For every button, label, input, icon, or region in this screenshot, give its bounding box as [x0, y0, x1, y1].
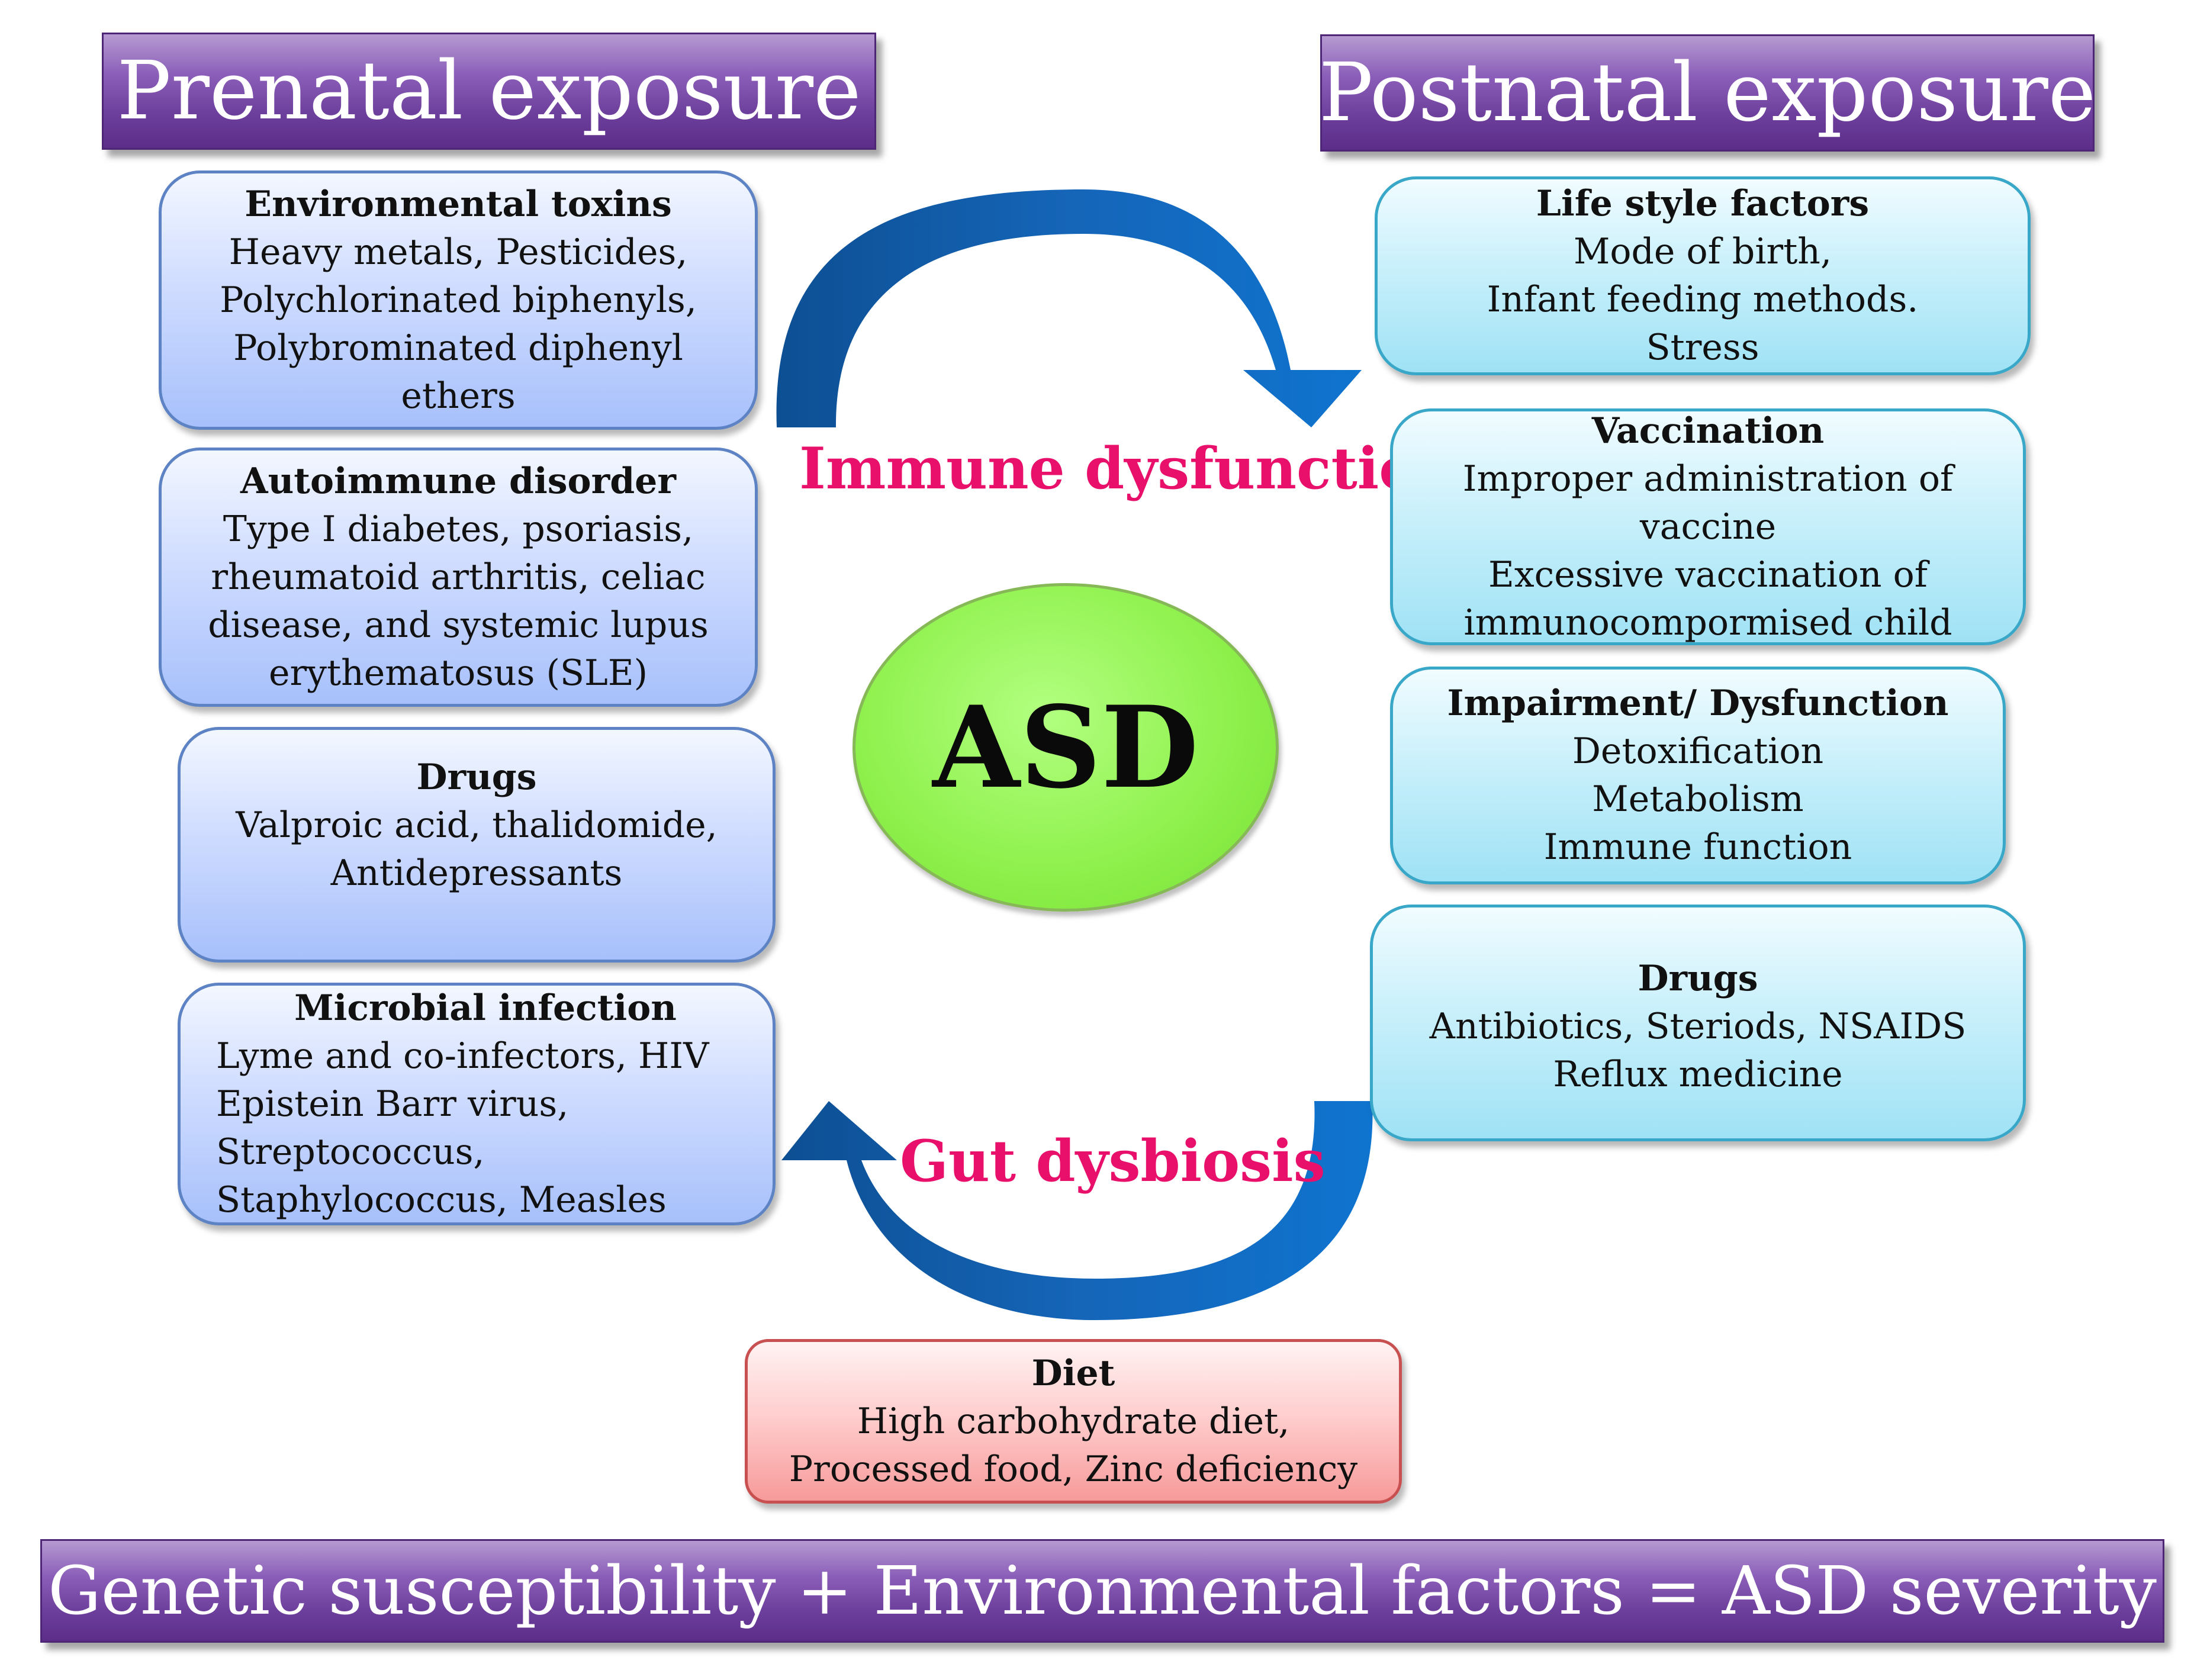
box-line: disease, and systemic lupus	[208, 604, 709, 646]
box-line: Detoxification	[1572, 730, 1824, 772]
microbial-infection-box: Microbial infection Lyme and co-infector…	[178, 983, 776, 1225]
box-title: Life style factors	[1536, 183, 1870, 224]
box-line: Excessive vaccination of	[1488, 553, 1928, 596]
box-line: Antibiotics, Steriods, NSAIDS	[1429, 1006, 1967, 1047]
box-line: Type I diabetes, psoriasis,	[223, 508, 694, 550]
environmental-toxins-box: Environmental toxins Heavy metals, Pesti…	[159, 170, 758, 430]
box-title: Environmental toxins	[245, 183, 672, 225]
gut-dysbiosis-label: Gut dysbiosis	[900, 1128, 1326, 1195]
box-line: immunocompormised child	[1463, 601, 1952, 643]
box-line: Antidepressants	[330, 852, 623, 894]
box-line: ethers	[401, 375, 516, 417]
box-line: High carbohydrate diet,	[857, 1400, 1290, 1442]
box-line: Lyme and co-infectors, HIV	[216, 1035, 709, 1077]
box-line: Heavy metals, Pesticides,	[229, 231, 688, 273]
postnatal-header: Postnatal exposure	[1318, 34, 2096, 152]
prenatal-header-text: Prenatal exposure	[117, 44, 861, 138]
box-line: Polychlorinated biphenyls,	[220, 279, 697, 321]
top-arrow	[776, 189, 1362, 427]
autoimmune-disorder-box: Autoimmune disorder Type I diabetes, pso…	[159, 448, 758, 707]
box-line: Valproic acid, thalidomide,	[236, 804, 718, 846]
box-title: Autoimmune disorder	[240, 460, 676, 502]
box-title: Vaccination	[1591, 410, 1825, 452]
box-line: Improper administration of	[1462, 458, 1954, 500]
box-line: erythematosus (SLE)	[268, 652, 648, 694]
box-title: Impairment/ Dysfunction	[1447, 683, 1949, 724]
box-line: vaccine	[1639, 506, 1777, 548]
immune-dysfunction-label: Immune dysfunction	[799, 435, 1459, 502]
box-line: Streptococcus,	[216, 1131, 485, 1173]
postnatal-header-text: Postnatal exposure	[1318, 46, 2096, 140]
bottom-arrow	[781, 1101, 1373, 1320]
diet-box: Diet High carbohydrate diet, Processed f…	[745, 1339, 1402, 1504]
box-line: rheumatoid arthritis, celiac	[211, 556, 706, 598]
box-line: Metabolism	[1592, 778, 1804, 820]
asd-center-text: ASD	[932, 681, 1199, 813]
footer-text: Genetic susceptibility + Environmental f…	[48, 1552, 2157, 1630]
asd-center: ASD	[852, 583, 1279, 912]
box-title: Diet	[1031, 1352, 1115, 1394]
box-line: Infant feeding methods.	[1487, 279, 1919, 320]
prenatal-drugs-box: Drugs Valproic acid, thalidomide, Antide…	[178, 727, 776, 963]
vaccination-box: Vaccination Improper administration of v…	[1390, 408, 2026, 645]
footer-banner: Genetic susceptibility + Environmental f…	[40, 1539, 2164, 1643]
box-line: Staphylococcus, Measles	[216, 1179, 667, 1221]
box-line: Epistein Barr virus,	[216, 1083, 569, 1125]
lifestyle-factors-box: Life style factors Mode of birth, Infant…	[1375, 176, 2031, 375]
postnatal-drugs-box: Drugs Antibiotics, Steriods, NSAIDS Refl…	[1370, 905, 2026, 1141]
box-line: Polybrominated diphenyl	[233, 327, 683, 369]
box-line: Processed food, Zinc deficiency	[789, 1448, 1358, 1490]
box-line: Mode of birth,	[1573, 231, 1832, 272]
box-title: Microbial infection	[294, 987, 677, 1029]
box-title: Drugs	[1638, 958, 1758, 999]
box-line: Reflux medicine	[1553, 1054, 1843, 1095]
box-title: Drugs	[416, 757, 537, 798]
prenatal-header: Prenatal exposure	[102, 33, 876, 150]
box-line: Stress	[1646, 327, 1759, 368]
box-line: Immune function	[1543, 826, 1852, 868]
impairment-dysfunction-box: Impairment/ Dysfunction Detoxification M…	[1390, 667, 2006, 884]
